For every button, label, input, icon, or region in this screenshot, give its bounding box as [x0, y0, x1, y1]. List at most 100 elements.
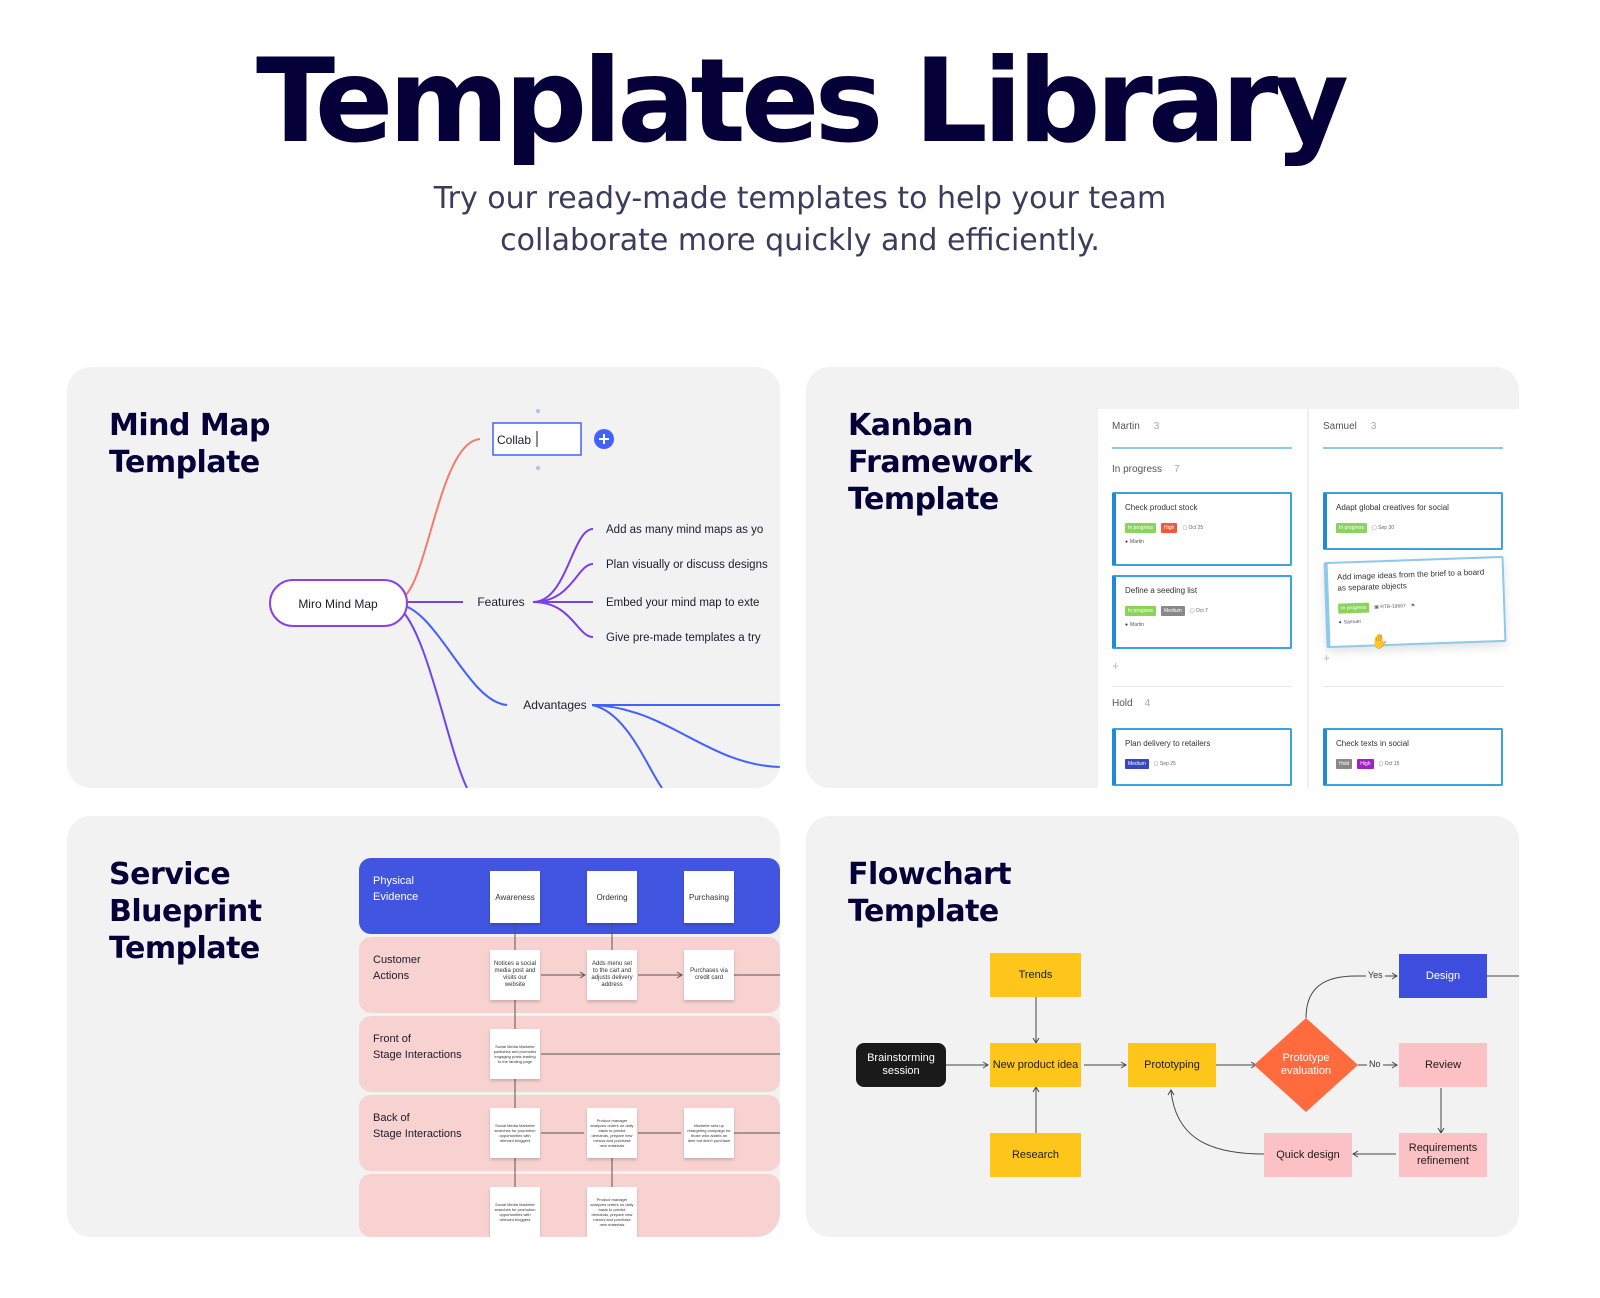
sticky-note[interactable]: Awareness — [490, 871, 540, 923]
kanban-card[interactable]: Adapt global creatives for social In pro… — [1323, 492, 1503, 550]
flow-node-prototyping[interactable]: Prototyping — [1128, 1043, 1216, 1087]
column-header: Martin 3 — [1112, 421, 1159, 432]
group-name: Hold — [1112, 698, 1133, 709]
mind-map-editing-label: Collab — [497, 433, 531, 447]
card-title: Plan delivery to retailers — [1125, 739, 1211, 748]
title-line: Template — [848, 894, 999, 929]
sticky-note[interactable]: Social Media Marketer searches for promo… — [490, 1187, 540, 1237]
due-date: ▢ Sep 30 — [1372, 525, 1394, 531]
flow-node-design[interactable]: Design — [1399, 954, 1487, 998]
resize-handle-bottom — [536, 466, 540, 470]
add-card-button[interactable]: + — [1323, 651, 1331, 665]
mind-map-advantages-label: Advantages — [523, 698, 586, 712]
flow-node-new-product-idea[interactable]: New product idea — [990, 1043, 1081, 1087]
column-divider — [1112, 447, 1292, 449]
mind-map-features-label: Features — [477, 595, 524, 609]
sticky-note[interactable]: Purchases via credit card — [684, 950, 734, 1000]
priority-badge: Medium — [1161, 606, 1185, 616]
kanban-column-martin: Martin 3 In progress 7 Check product stock… — [1098, 409, 1300, 788]
kanban-template-card[interactable]: Kanban Framework Template Martin 3 In pro… — [806, 367, 1519, 788]
subtitle-line-2: collaborate more quickly and efficiently… — [500, 223, 1100, 258]
sticky-note[interactable]: Marketer sets up retargeting campaign fo… — [684, 1108, 734, 1158]
flow-node-quick-design[interactable]: Quick design — [1264, 1133, 1352, 1177]
kanban-card-dragging[interactable]: Add image ideas from the brief to a boar… — [1323, 555, 1507, 649]
due-date: ▢ Oct 15 — [1378, 761, 1400, 767]
sticky-note[interactable]: Purchasing — [684, 871, 734, 923]
column-name: Martin — [1112, 421, 1140, 432]
decision-diamond — [1254, 1018, 1358, 1112]
title-line: Template — [109, 445, 260, 480]
status-badge: Hold — [1336, 759, 1353, 769]
status-badge: In progress — [1336, 523, 1368, 533]
card-owner: Samuel — [1339, 614, 1495, 626]
title-line: Kanban — [848, 408, 973, 443]
card-title: Check product stock — [1125, 503, 1198, 512]
connector-advantages — [396, 603, 508, 706]
sticky-note[interactable]: Social Media Marketer publishes and prom… — [490, 1029, 540, 1079]
sticky-note[interactable]: Notices a social media post and visits o… — [490, 950, 540, 1000]
title-line: Mind Map — [109, 408, 271, 443]
connector-feature-4 — [532, 601, 594, 638]
kanban-card[interactable]: Plan delivery to retailers Medium ▢ Sep … — [1112, 728, 1292, 786]
flow-node-research[interactable]: Research — [990, 1133, 1081, 1177]
resize-handle-top — [536, 409, 540, 413]
column-count: 3 — [1370, 421, 1377, 432]
mind-map-preview: Miro Mind Map Collab Features Advantages… — [269, 409, 780, 788]
priority-badge: High — [1357, 759, 1374, 769]
title-line: Template — [848, 482, 999, 517]
sticky-note[interactable]: Social Media Marketer searches for promo… — [490, 1108, 540, 1158]
mind-map-template-card[interactable]: Mind Map Template Miro Mind Map Collab F… — [67, 367, 780, 788]
group-separator — [1323, 686, 1503, 687]
plus-glyph — [599, 434, 609, 444]
feature-item: Embed your mind map to exte — [606, 597, 759, 609]
lane-support — [359, 1174, 780, 1237]
mind-map-root-label: Miro Mind Map — [298, 597, 378, 611]
column-divider — [1323, 447, 1503, 449]
feature-item: Plan visually or discuss designs — [606, 559, 768, 571]
ticket-id: ▣ RTB-19667 — [1374, 603, 1406, 611]
connector-collab — [396, 438, 481, 601]
group-header: In progress 7 — [1112, 464, 1180, 475]
group-count: 7 — [1174, 464, 1180, 475]
group-name: In progress — [1112, 464, 1163, 475]
connector-adv-3 — [591, 704, 663, 788]
title-line: Framework — [848, 445, 1032, 480]
kanban-card[interactable]: Check product stock In progress High ▢ O… — [1112, 492, 1292, 566]
status-badge: In progress — [1125, 523, 1157, 533]
mind-map-root-node — [269, 579, 408, 627]
add-card-button[interactable]: + — [1112, 659, 1120, 673]
sticky-note[interactable]: Ordering — [587, 871, 637, 923]
kanban-card-title: Kanban Framework Template — [848, 407, 1068, 518]
flow-node-review[interactable]: Review — [1399, 1043, 1487, 1087]
card-title: Check texts in social — [1336, 739, 1409, 748]
connector-more — [396, 605, 468, 788]
kanban-card[interactable]: Define a seeding list In progress Medium… — [1112, 575, 1292, 649]
grab-cursor-icon: ✋ — [1371, 633, 1389, 649]
column-count: 3 — [1153, 421, 1160, 432]
page-title: Templates Library — [256, 34, 1349, 169]
status-badge: In progress — [1338, 602, 1370, 614]
flow-node-trends[interactable]: Trends — [990, 953, 1081, 997]
card-title: Add image ideas from the brief to a boar… — [1336, 567, 1485, 593]
title-line: Blueprint — [109, 894, 262, 929]
kanban-board-preview: Martin 3 In progress 7 Check product stock… — [1098, 409, 1519, 788]
kanban-card[interactable]: Check texts in social Hold High ▢ Oct 15 — [1323, 728, 1503, 786]
sticky-note[interactable]: Product manager analyzes orders on daily… — [587, 1187, 637, 1237]
sticky-note[interactable]: Product manager analyzes orders on daily… — [587, 1108, 637, 1158]
sticky-note[interactable]: Adds menu set to the cart and adjusts de… — [587, 950, 637, 1000]
connector-adv-2 — [591, 704, 780, 768]
priority-badge: High — [1161, 523, 1178, 533]
title-line: Template — [109, 931, 260, 966]
card-title: Define a seeding list — [1125, 586, 1198, 595]
